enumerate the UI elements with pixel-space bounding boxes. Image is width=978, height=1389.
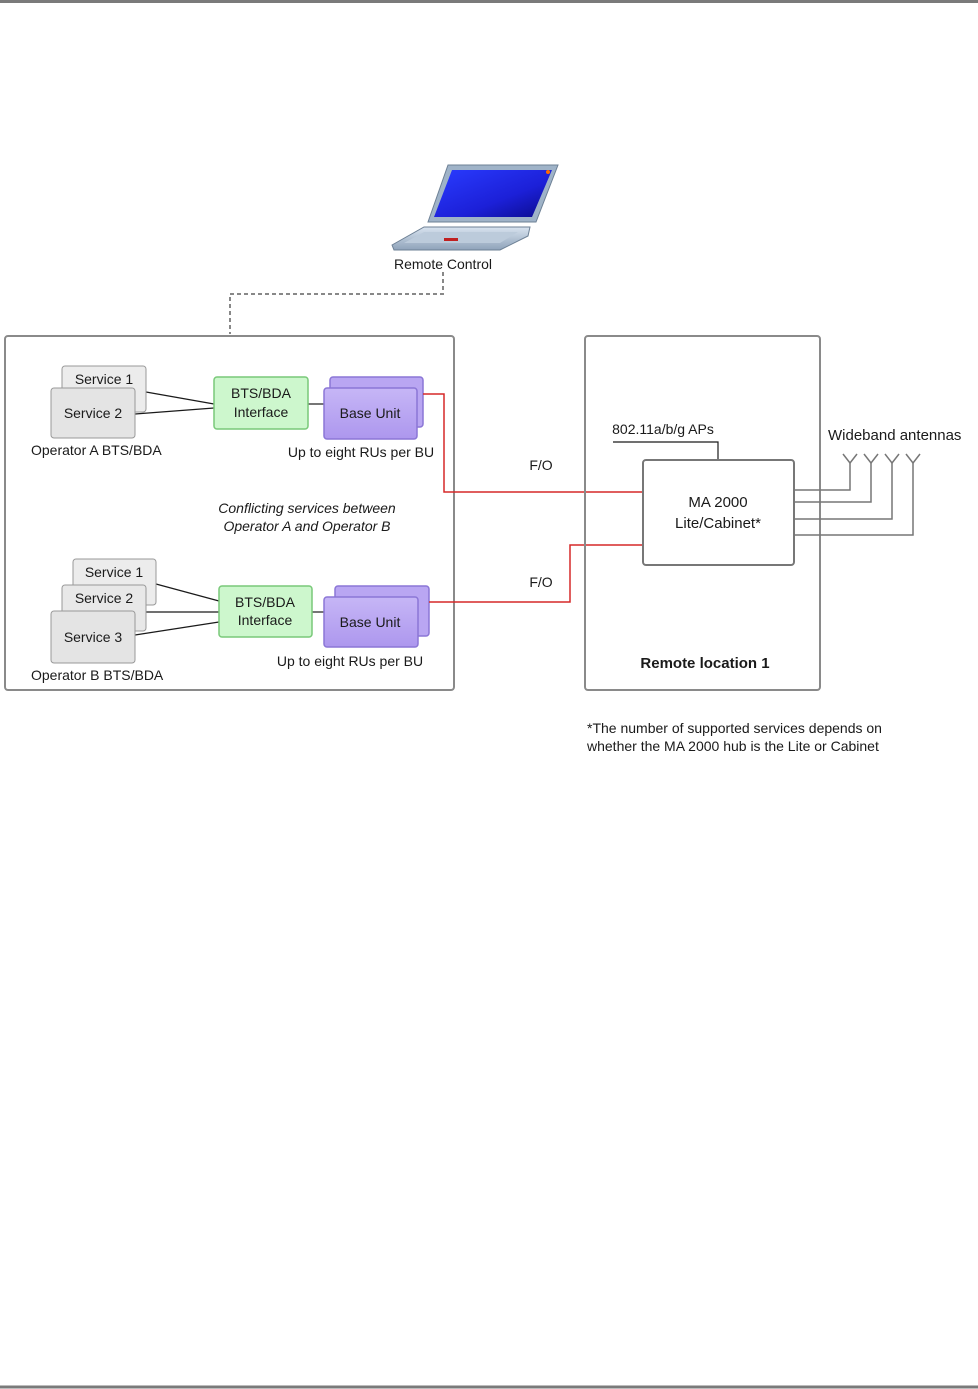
operator-b-base-unit: Base Unit [323, 585, 430, 648]
operator-a-interface [213, 376, 309, 430]
service-label: Service 1 [85, 564, 144, 580]
fiber-link-a [423, 393, 643, 493]
service-label: Service 2 [75, 590, 134, 606]
interface-line-1: BTS/BDA [231, 385, 292, 401]
base-unit-label: Base Unit [340, 405, 401, 421]
hub-line-1: MA 2000 [688, 494, 747, 511]
hub-line-2: Lite/Cabinet* [675, 515, 761, 532]
conflict-note-line-2: Operator A and Operator B [223, 518, 390, 534]
conflict-note-line-1: Conflicting services between [218, 500, 396, 516]
interface-line-2: Interface [234, 404, 289, 420]
operator-a-service-2: Service 2 [50, 387, 136, 439]
service-label: Service 2 [64, 405, 123, 421]
service-b1-link [155, 583, 220, 602]
operator-b-caption: Operator B BTS/BDA [31, 667, 164, 683]
antenna-icons [842, 453, 921, 465]
footnote-line-2: whether the MA 2000 hub is the Lite or C… [586, 738, 879, 754]
head-end-container [4, 335, 455, 691]
service-label: Service 3 [64, 629, 123, 645]
remote-control-label: Remote Control [394, 256, 492, 272]
interface-line-2: Interface [238, 612, 293, 628]
laptop-icon [391, 164, 559, 251]
operator-b-interface [218, 585, 313, 638]
base-unit-label: Base Unit [340, 614, 401, 630]
remote-location-label: Remote location 1 [640, 655, 769, 672]
antenna-feeds [794, 463, 914, 536]
service-b3-link [134, 621, 220, 636]
operator-a-ru-note: Up to eight RUs per BU [288, 444, 434, 460]
fiber-label-b: F/O [529, 574, 552, 590]
operator-a-caption: Operator A BTS/BDA [31, 442, 162, 458]
operator-a-base-unit: Base Unit [323, 376, 424, 440]
antennas-label: Wideband antennas [828, 427, 961, 444]
ma-2000-hub [642, 459, 795, 566]
interface-line-1: BTS/BDA [235, 594, 296, 610]
operator-b-service-3: Service 3 [50, 610, 136, 664]
footnote-line-1: *The number of supported services depend… [587, 720, 882, 736]
remote-control-link [229, 272, 444, 334]
operator-b-ru-note: Up to eight RUs per BU [277, 653, 423, 669]
fiber-link-b [429, 544, 643, 603]
ap-link [613, 441, 719, 460]
remote-location-container [584, 335, 821, 691]
service-a2-link [134, 407, 215, 415]
fiber-label-a: F/O [529, 457, 552, 473]
service-label: Service 1 [75, 371, 134, 387]
ap-label: 802.11a/b/g APs [612, 421, 714, 437]
service-a1-link [145, 391, 215, 405]
